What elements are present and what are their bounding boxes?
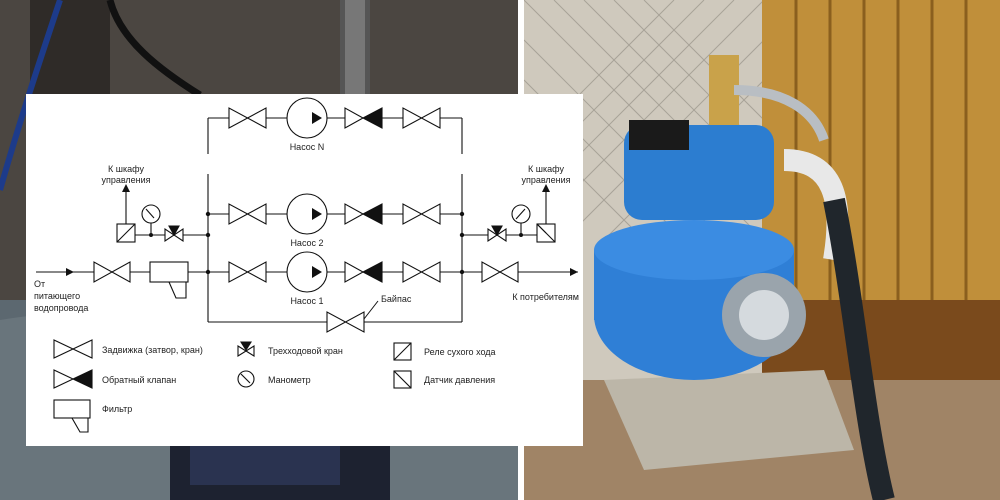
legend-check-valve-icon <box>53 369 75 389</box>
legend-relay-label: Реле сухого хода <box>424 347 496 357</box>
legend-filter-icon <box>53 399 91 419</box>
left-control-label-1: К шкафу <box>108 164 144 174</box>
source-label-3: водопровода <box>34 303 88 313</box>
pump-n-label: Насос N <box>290 142 325 152</box>
bypass-label: Байпас <box>381 294 412 304</box>
legend-valve-label: Задвижка (затвор, кран) <box>102 345 203 355</box>
source-label-2: питающего <box>34 291 80 301</box>
legend-check-valve-label: Обратный клапан <box>102 375 176 385</box>
left-control-label-2: управления <box>101 175 150 185</box>
right-control-label-1: К шкафу <box>528 164 564 174</box>
photo-pump-station <box>524 0 1000 500</box>
legend-gauge-label: Манометр <box>268 375 311 385</box>
consumers-label: К потребителям <box>512 292 579 302</box>
legend-sensor-label: Датчик давления <box>424 375 495 385</box>
legend-filter-label: Фильтр <box>102 404 132 414</box>
pump-station-scheme: Насос N Насос 2 Насос 1 Байпас К шкафу у… <box>26 94 583 446</box>
legend-three-way-label: Трехходовой кран <box>268 346 343 356</box>
source-label-1: От <box>34 279 45 289</box>
legend-valve-icon <box>53 339 93 359</box>
valve-symbol <box>93 107 519 333</box>
right-control-label-2: управления <box>521 175 570 185</box>
pump-1-label: Насос 1 <box>290 296 323 306</box>
pump-2-label: Насос 2 <box>290 238 323 248</box>
